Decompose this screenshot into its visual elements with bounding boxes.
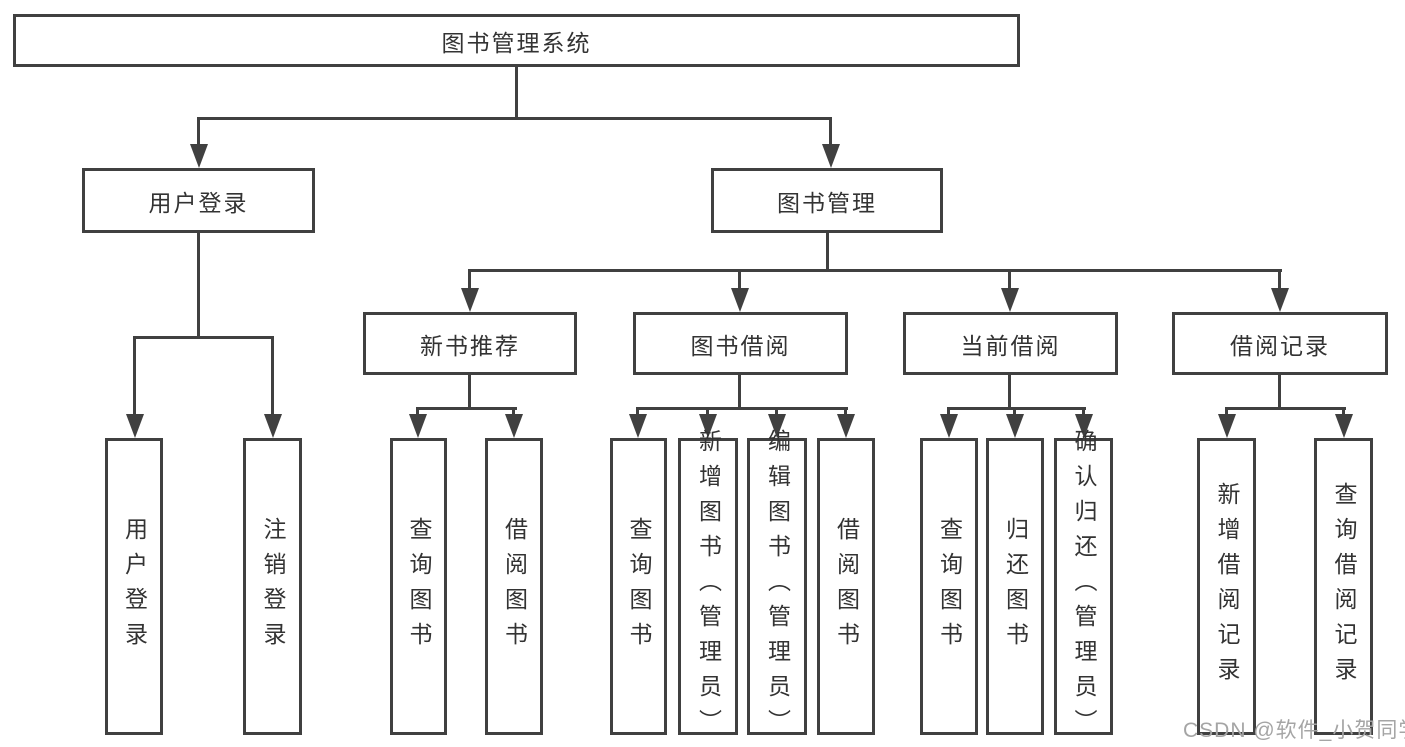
arrowhead-leaf-query-borrow-record-icon xyxy=(1335,414,1353,438)
connector-leaf-drop-query-borrow-record xyxy=(1342,407,1345,417)
arrowhead-leaf-borrow-books-1-icon xyxy=(505,414,523,438)
arrowhead-leaf-add-borrow-record-icon xyxy=(1218,414,1236,438)
node-borrow-records-label: 借阅记录 xyxy=(1230,332,1330,359)
leaf-user-login: 用户登录 xyxy=(105,438,163,735)
leaf-confirm-return-admin-label: 确认归还（管理员） xyxy=(1071,429,1097,744)
connector-level3-drop-3 xyxy=(1008,269,1011,289)
arrowhead-leaf-logout-icon xyxy=(264,414,282,438)
leaf-borrow-books-2-label: 借阅图书 xyxy=(833,516,860,657)
node-book-borrow: 图书借阅 xyxy=(633,312,848,375)
connector-level3-bar xyxy=(468,269,1282,272)
node-current-borrow-label: 当前借阅 xyxy=(960,332,1061,359)
arrowhead-leaf-edit-book-icon xyxy=(768,414,786,438)
leaf-query-books-2: 查询图书 xyxy=(610,438,667,735)
node-book-borrow-label: 图书借阅 xyxy=(690,332,791,359)
arrowhead-leaf-query-books-2-icon xyxy=(629,414,647,438)
arrowhead-book-borrow-icon xyxy=(731,288,749,312)
connector-leaf-drop-user-login xyxy=(133,336,136,416)
arrowhead-leaf-query-books-1-icon xyxy=(409,414,427,438)
leaf-edit-book-admin: 编辑图书（管理员） xyxy=(747,429,807,744)
leaf-query-books-3-label: 查询图书 xyxy=(936,516,963,657)
connector-leaf-drop-query-books-1 xyxy=(416,407,419,417)
node-root-label: 图书管理系统 xyxy=(441,29,592,56)
leaf-add-book-admin-label: 新增图书（管理员） xyxy=(695,429,722,744)
node-book-management-label: 图书管理 xyxy=(777,189,877,216)
connector-leaf-drop-add-book xyxy=(706,407,709,417)
connector-level3-drop-4 xyxy=(1278,269,1281,289)
connector-root-drop xyxy=(515,67,518,118)
node-new-book-recommend-label: 新书推荐 xyxy=(420,332,520,359)
node-borrow-records: 借阅记录 xyxy=(1172,312,1388,375)
connector-leaf-drop-query-books-2 xyxy=(636,407,639,417)
leaf-return-book-label: 归还图书 xyxy=(1002,516,1029,657)
leaf-user-login-label: 用户登录 xyxy=(121,516,148,657)
leaf-query-books-1-label: 查询图书 xyxy=(406,516,432,657)
arrowhead-leaf-borrow-books-2-icon xyxy=(837,414,855,438)
connector-level3-drop-1 xyxy=(468,269,471,289)
arrowhead-leaf-add-book-icon xyxy=(699,414,717,438)
leaf-add-book-admin: 新增图书（管理员） xyxy=(678,429,738,744)
connector-leaf-drop-add-borrow-record xyxy=(1225,407,1228,417)
arrowhead-current-borrow-icon xyxy=(1001,288,1019,312)
leaf-query-books-3: 查询图书 xyxy=(920,438,978,735)
node-current-borrow: 当前借阅 xyxy=(903,312,1118,375)
connector-group2-bar xyxy=(417,407,517,410)
arrowhead-new-book-recommend-icon xyxy=(461,288,479,312)
arrowhead-leaf-return-book-icon xyxy=(1006,414,1024,438)
connector-leaf-drop-edit-book xyxy=(775,407,778,417)
node-book-management: 图书管理 xyxy=(711,168,943,233)
connector-level2-drop-left xyxy=(197,117,200,144)
connector-group5-bar xyxy=(1225,407,1346,410)
connector-group4-parent-drop xyxy=(1008,373,1011,409)
arrowhead-book-management-icon xyxy=(822,144,840,168)
leaf-logout: 注销登录 xyxy=(243,438,302,735)
leaf-query-borrow-record-label: 查询借阅记录 xyxy=(1331,481,1357,692)
connector-level3-drop-2 xyxy=(738,269,741,289)
leaf-borrow-books-1: 借阅图书 xyxy=(485,438,543,735)
connector-leaf-drop-logout xyxy=(271,336,274,416)
connector-leaf-drop-return-book xyxy=(1013,407,1016,417)
connector-user-login-drop xyxy=(197,231,200,337)
leaf-add-borrow-record: 新增借阅记录 xyxy=(1197,438,1256,735)
leaf-query-books-2-label: 查询图书 xyxy=(626,516,652,657)
leaf-add-borrow-record-label: 新增借阅记录 xyxy=(1214,481,1240,692)
arrowhead-user-login-icon xyxy=(190,144,208,168)
arrowhead-leaf-user-login-icon xyxy=(126,414,144,438)
connector-level2-drop-right xyxy=(829,117,832,144)
leaf-confirm-return-admin: 确认归还（管理员） xyxy=(1054,429,1113,744)
node-user-login-label: 用户登录 xyxy=(148,189,249,216)
arrowhead-leaf-confirm-return-icon xyxy=(1075,414,1093,438)
connector-level2-bar xyxy=(197,117,832,120)
connector-book-management-drop xyxy=(826,231,829,272)
leaf-logout-label: 注销登录 xyxy=(260,516,286,657)
leaf-query-borrow-record: 查询借阅记录 xyxy=(1314,438,1373,735)
node-new-book-recommend: 新书推荐 xyxy=(363,312,577,375)
node-root: 图书管理系统 xyxy=(13,14,1020,67)
connector-leaf-drop-confirm-return xyxy=(1082,407,1085,417)
leaf-query-books-1: 查询图书 xyxy=(390,438,447,735)
connector-group2-parent-drop xyxy=(468,373,471,409)
connector-leaf-drop-borrow-books-1 xyxy=(512,407,515,417)
arrowhead-borrow-records-icon xyxy=(1271,288,1289,312)
connector-leaf-drop-borrow-books-2 xyxy=(844,407,847,417)
connector-group4-bar xyxy=(947,407,1086,410)
connector-user-login-bar xyxy=(133,336,274,339)
connector-leaf-drop-query-books-3 xyxy=(947,407,950,417)
leaf-edit-book-admin-label: 编辑图书（管理员） xyxy=(764,429,791,744)
node-user-login: 用户登录 xyxy=(82,168,315,233)
leaf-borrow-books-1-label: 借阅图书 xyxy=(501,516,528,657)
connector-group3-bar xyxy=(637,407,848,410)
leaf-borrow-books-2: 借阅图书 xyxy=(817,438,875,735)
connector-group5-parent-drop xyxy=(1278,373,1281,409)
arrowhead-leaf-query-books-3-icon xyxy=(940,414,958,438)
leaf-return-book: 归还图书 xyxy=(986,438,1044,735)
csdn-watermark: CSDN @软件_小贺同学 xyxy=(1183,719,1405,742)
connector-group3-parent-drop xyxy=(738,373,741,409)
